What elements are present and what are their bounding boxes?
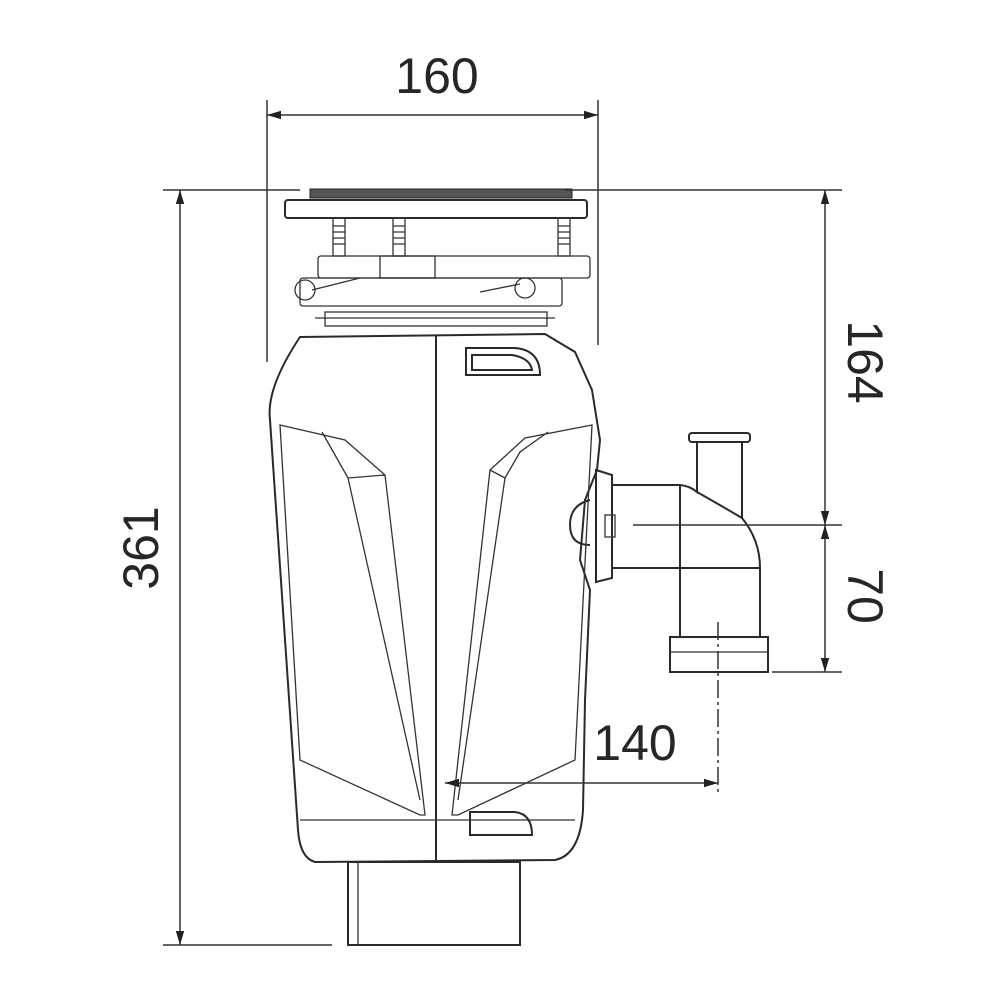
dim-height-164: 164 (837, 320, 893, 403)
dim-width-160: 160 (395, 48, 478, 104)
dim-offset-140: 140 (593, 715, 676, 771)
outlet-pipe (568, 432, 769, 673)
dim-total-height-361: 361 (113, 506, 169, 589)
grinder-body (268, 332, 602, 946)
dimension-lines (163, 100, 842, 946)
mounting-assembly (284, 188, 591, 327)
dim-drop-70: 70 (837, 568, 893, 624)
